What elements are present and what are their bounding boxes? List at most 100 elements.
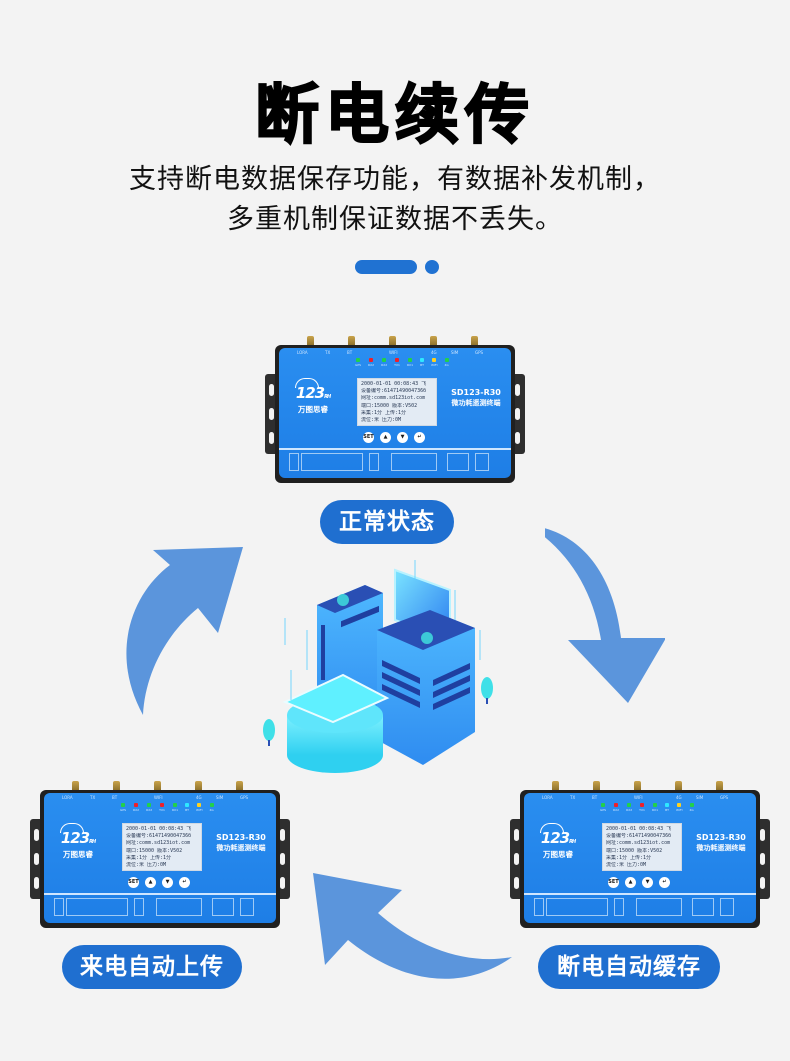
antenna-connector bbox=[113, 781, 120, 793]
port-label: TX bbox=[325, 350, 331, 355]
device-keypad: SET ▲ ▼ ↵ bbox=[128, 877, 190, 888]
led-label: WIFI bbox=[676, 808, 683, 812]
port-label: LORA bbox=[297, 350, 308, 355]
port-label: SIM bbox=[216, 795, 224, 800]
led-indicator: RX2 bbox=[133, 803, 139, 812]
led-indicator: RX1 bbox=[172, 803, 178, 812]
brand-suffix: RH bbox=[324, 394, 331, 400]
antenna-connector bbox=[430, 336, 437, 348]
led-light bbox=[689, 803, 694, 807]
led-light bbox=[432, 358, 437, 362]
lcd-line: 设备编号:6147149004736б bbox=[606, 833, 672, 840]
led-light bbox=[209, 803, 214, 807]
model-description: 微功耗遥测终端 bbox=[216, 844, 266, 852]
port-label: GPS bbox=[475, 350, 484, 355]
lcd-line: 端口:15000 版本:V502 bbox=[126, 847, 183, 854]
led-label: 4G bbox=[689, 808, 694, 812]
led-light bbox=[382, 358, 387, 362]
server-illustration bbox=[255, 560, 515, 780]
port-label: GPS bbox=[720, 795, 729, 800]
terminal-block bbox=[54, 898, 269, 918]
terminal-port bbox=[546, 898, 608, 916]
lcd-line: 2000-01-01 00:08:43 飞 bbox=[606, 826, 672, 832]
port-labels: LORA TX BT WIFI 4G SIM GPS bbox=[279, 350, 511, 356]
led-label: WIFI bbox=[431, 363, 438, 367]
lcd-line: 流位:米 压力:0M bbox=[606, 862, 647, 869]
device-keypad: SET ▲ ▼ ↵ bbox=[363, 432, 425, 443]
lcd-line: 2000-01-01 00:08:43 飞 bbox=[361, 381, 427, 387]
terminal-port bbox=[720, 898, 734, 916]
lcd-line: 采集:1分 上传:1分 bbox=[606, 854, 652, 861]
usb-port bbox=[614, 898, 624, 916]
led-indicator: RX2 bbox=[626, 803, 632, 812]
model-info: SD123-R30 微功耗遥测终端 bbox=[443, 388, 509, 408]
terminal-port bbox=[212, 898, 234, 916]
lcd-screen: 2000-01-01 00:08:43 飞 设备编号:6147149004736… bbox=[357, 378, 437, 426]
led-indicator: TX1 bbox=[639, 803, 645, 812]
device-keypad: SET ▲ ▼ ↵ bbox=[608, 877, 670, 888]
state-label-power-restored-upload: 来电自动上传 bbox=[62, 945, 242, 989]
led-indicator: WIFI bbox=[676, 803, 683, 812]
down-key[interactable]: ▼ bbox=[162, 877, 173, 888]
set-key[interactable]: SET bbox=[363, 432, 374, 443]
lcd-line: 网址:comm.sd123iot.com bbox=[606, 840, 671, 847]
model-description: 微功耗遥测终端 bbox=[696, 844, 746, 852]
led-label: RX1 bbox=[651, 808, 659, 812]
led-light bbox=[653, 803, 657, 807]
led-label: RX2 bbox=[381, 363, 388, 367]
led-indicator: BT bbox=[420, 358, 425, 367]
state-label-power-off-cache: 断电自动缓存 bbox=[538, 945, 720, 989]
up-key[interactable]: ▲ bbox=[380, 432, 391, 443]
led-light bbox=[627, 803, 632, 807]
set-key[interactable]: SET bbox=[128, 877, 139, 888]
led-light bbox=[197, 803, 202, 807]
down-key[interactable]: ▼ bbox=[397, 432, 408, 443]
port-label: BT bbox=[592, 795, 598, 800]
antenna-connector bbox=[675, 781, 682, 793]
led-light bbox=[173, 803, 177, 807]
lcd-line: 端口:15000 版本:V502 bbox=[606, 847, 663, 854]
subtitle-line-2: 多重机制保证数据不丢失。 bbox=[227, 204, 563, 235]
led-label: RX2 bbox=[133, 808, 140, 812]
terminal-block bbox=[534, 898, 749, 918]
led-label: TX1 bbox=[639, 808, 645, 812]
brand-suffix: RH bbox=[89, 839, 96, 845]
port-label: TX bbox=[90, 795, 96, 800]
set-key[interactable]: SET bbox=[608, 877, 619, 888]
model-number: SD123-R30 bbox=[216, 833, 266, 842]
port-labels: LORA TX BT WIFI 4G SIM GPS bbox=[44, 795, 276, 801]
led-label: GPS bbox=[355, 363, 362, 367]
led-label: RX1 bbox=[171, 808, 179, 812]
arrow-up-left-icon bbox=[310, 865, 520, 985]
led-indicator: 4G bbox=[445, 358, 449, 367]
brand-number: 123 bbox=[295, 384, 325, 402]
lan-wan-port bbox=[156, 898, 202, 916]
state-label-normal: 正常状态 bbox=[320, 500, 454, 544]
brand-logo: 123RH 万图思睿 bbox=[56, 831, 100, 860]
up-key[interactable]: ▲ bbox=[625, 877, 636, 888]
enter-key[interactable]: ↵ bbox=[659, 877, 670, 888]
antenna-connector bbox=[348, 336, 355, 348]
antenna-connector bbox=[552, 781, 559, 793]
led-light bbox=[420, 358, 425, 362]
panel-divider bbox=[44, 893, 276, 895]
led-light bbox=[185, 803, 190, 807]
up-key[interactable]: ▲ bbox=[145, 877, 156, 888]
lcd-line: 网址:comm.sd123iot.com bbox=[126, 840, 191, 847]
decorative-dots bbox=[355, 260, 445, 274]
led-indicator: RX2 bbox=[613, 803, 619, 812]
terminal-port bbox=[534, 898, 544, 916]
port-label: 4G bbox=[676, 795, 682, 800]
enter-key[interactable]: ↵ bbox=[179, 877, 190, 888]
enter-key[interactable]: ↵ bbox=[414, 432, 425, 443]
down-key[interactable]: ▼ bbox=[642, 877, 653, 888]
led-light bbox=[356, 358, 361, 362]
led-indicator: RX2 bbox=[368, 358, 374, 367]
led-indicator: GPS bbox=[120, 803, 126, 812]
led-indicator: TX1 bbox=[159, 803, 165, 812]
led-label: RX2 bbox=[613, 808, 620, 812]
